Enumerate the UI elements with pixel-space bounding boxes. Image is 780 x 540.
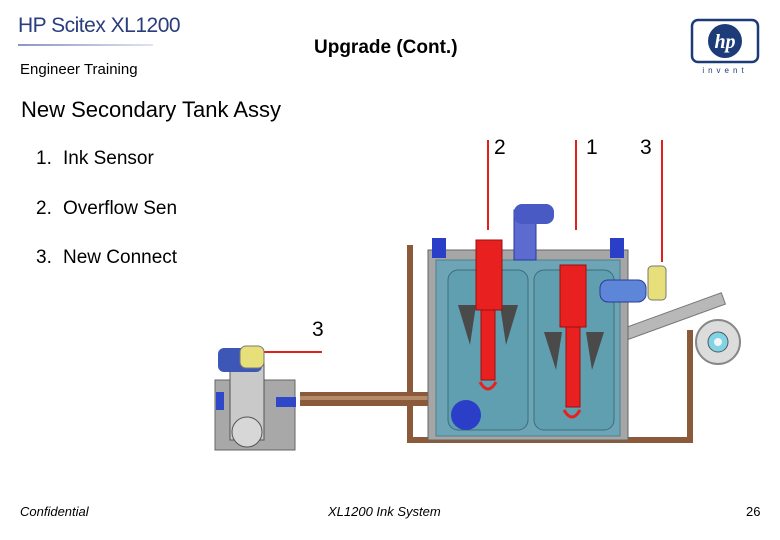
section-title: New Secondary Tank Assy xyxy=(21,97,282,122)
footer-confidential: Confidential xyxy=(20,504,89,519)
list-item-number: 3. xyxy=(36,247,52,268)
logo-tagline: invent xyxy=(702,66,747,75)
slide-title: Upgrade (Cont.) xyxy=(314,37,458,58)
list-item: 2. Overflow Sen xyxy=(36,198,177,220)
callout-number: 3 xyxy=(312,318,324,341)
list-item-label: Ink Sensor xyxy=(63,148,154,169)
brand-underline xyxy=(18,44,153,46)
footer-center-text: XL1200 Ink System xyxy=(328,504,441,519)
page-number: 26 xyxy=(746,504,761,519)
course-label: Engineer Training xyxy=(20,61,138,78)
hp-invent-logo-icon: hp invent xyxy=(690,18,760,75)
callout-number: 1 xyxy=(586,136,598,159)
list-item-number: 1. xyxy=(36,148,52,169)
logo-mark: hp xyxy=(714,31,735,53)
list-item-label: Overflow Sen xyxy=(63,198,178,219)
callout-number: 2 xyxy=(494,136,506,159)
brand-title: HP Scitex XL1200 xyxy=(18,14,181,37)
list-item: 1. Ink Sensor xyxy=(36,148,154,170)
callout-number: 3 xyxy=(640,136,652,159)
list-item-label: New Connect xyxy=(63,247,178,268)
secondary-tank-assembly-illustration xyxy=(214,204,741,451)
list-item-number: 2. xyxy=(36,198,52,219)
list-item: 3. New Connect xyxy=(36,247,177,269)
